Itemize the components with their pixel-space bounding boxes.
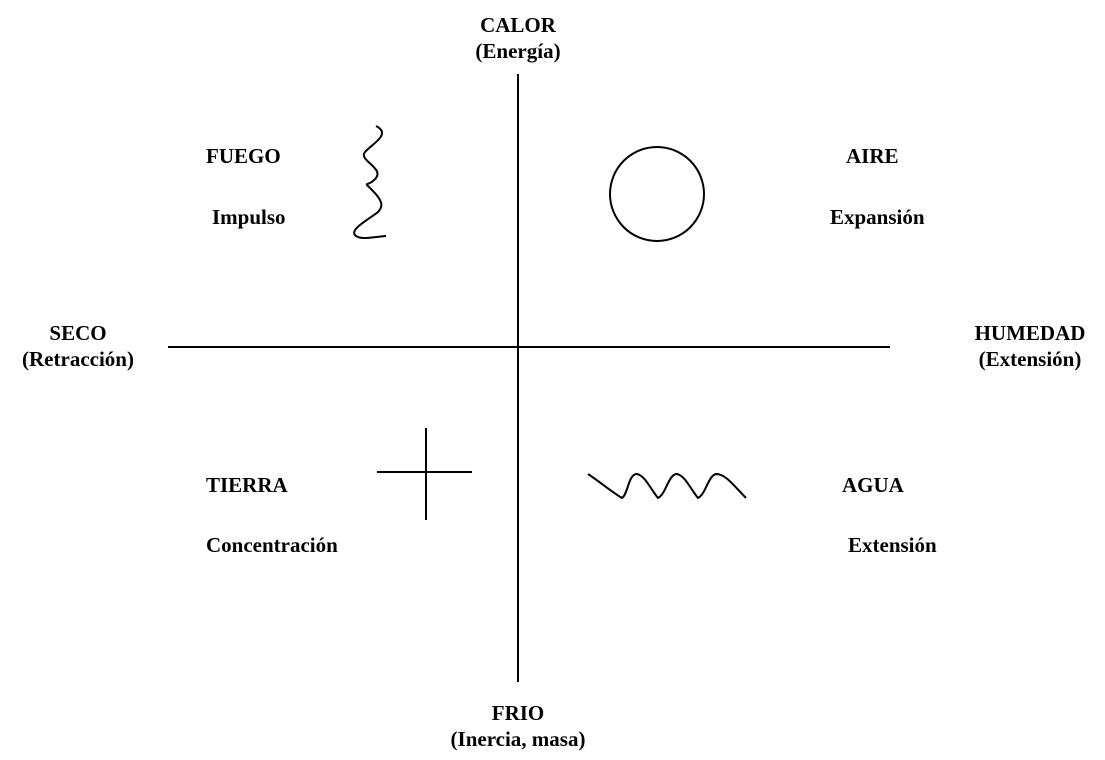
humedad-sublabel: (Extensión) (978, 347, 1082, 371)
air-circle-symbol (609, 146, 705, 242)
fuego-element-label: FUEGO (206, 144, 281, 168)
water-zigzag-symbol (587, 472, 747, 500)
axis-bottom-label: FRIO (Inercia, masa) (451, 700, 586, 752)
tierra-element-label: TIERRA (206, 473, 288, 497)
axis-top-label: CALOR (Energía) (475, 12, 560, 64)
humedad-label: HUMEDAD (974, 321, 1086, 345)
axis-left-label: SECO (Retracción) (22, 320, 134, 372)
seco-label: SECO (49, 321, 107, 345)
axis-right-label: HUMEDAD (Extensión) (975, 320, 1086, 372)
agua-element-label: AGUA (842, 473, 904, 497)
calor-sublabel: (Energía) (475, 39, 561, 63)
frio-label: FRIO (491, 701, 545, 725)
calor-label: CALOR (480, 13, 556, 37)
tierra-quality-label: Concentración (206, 533, 338, 557)
agua-quality-label: Extensión (848, 533, 937, 557)
fire-wavy-symbol (353, 125, 387, 240)
aire-quality-label: Expansión (830, 205, 925, 229)
fuego-quality-label: Impulso (212, 205, 286, 229)
seco-sublabel: (Retracción) (22, 347, 134, 371)
aire-element-label: AIRE (846, 144, 899, 168)
frio-sublabel: (Inercia, masa) (450, 727, 586, 751)
